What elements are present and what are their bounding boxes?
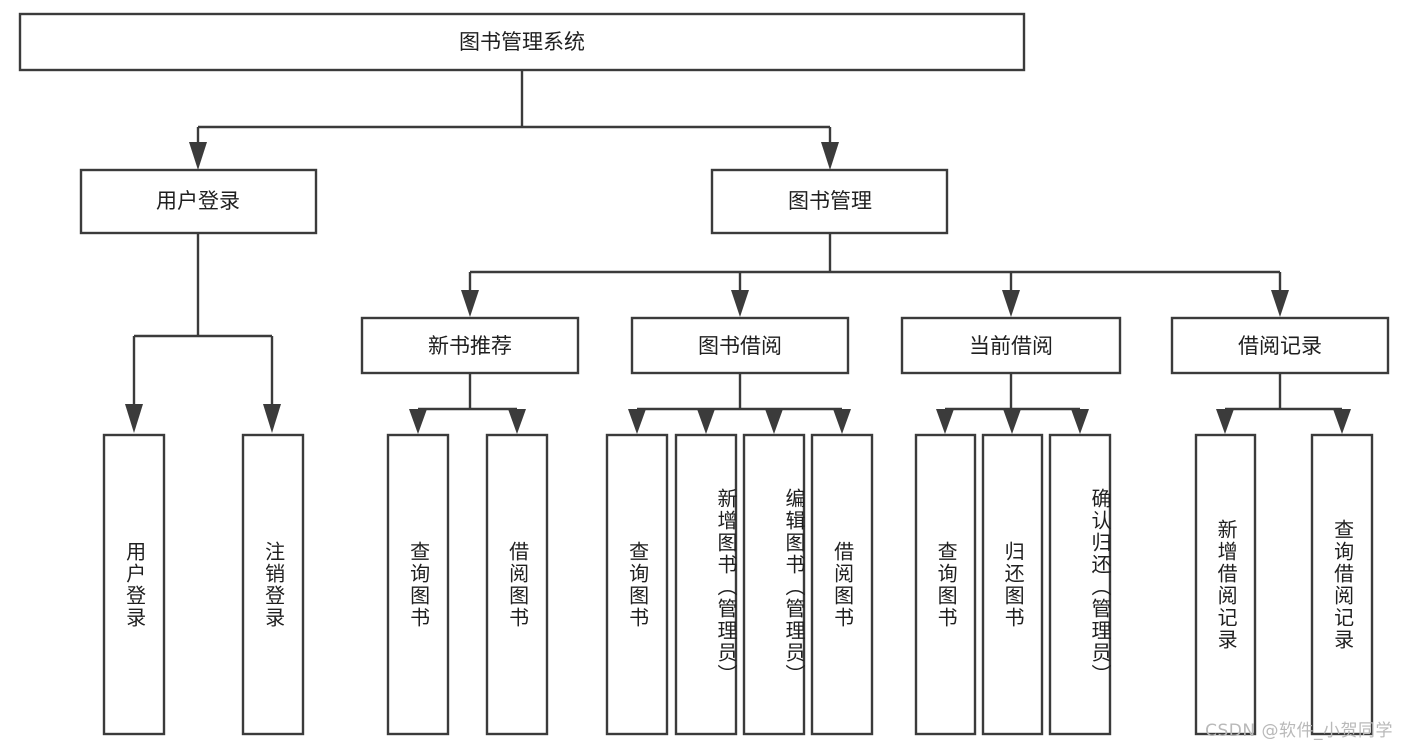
arrow-head-leaf-borrow-book-2 xyxy=(833,409,851,434)
node-label-title: 图书管理系统 xyxy=(459,30,585,54)
arrow-head-leaf-edit-book-admin xyxy=(765,409,783,434)
arrow-head-leaf-query-book-1 xyxy=(409,409,427,434)
arrow-head-leaf-logout-login xyxy=(263,404,281,433)
connector-group-new-book-recommend xyxy=(409,373,526,434)
node-box-title[interactable] xyxy=(18,12,1026,72)
connector-group-book-borrow xyxy=(628,373,851,434)
node-box-user-login[interactable] xyxy=(79,168,318,235)
arrow-head-leaf-user-login xyxy=(125,404,143,433)
arrow-head-leaf-query-book-3 xyxy=(936,409,954,434)
node-box-new-book-recommend[interactable] xyxy=(360,316,580,375)
arrow-head-borrow-record xyxy=(1271,290,1289,317)
arrow-head-leaf-add-borrow-record xyxy=(1216,409,1234,434)
node-box-leaf-borrow-book-1[interactable] xyxy=(485,433,549,736)
node-box-leaf-user-login[interactable] xyxy=(102,433,166,736)
connector-group-borrow-record xyxy=(1216,373,1351,434)
node-box-leaf-query-book-1[interactable] xyxy=(386,433,450,736)
node-borrow-record[interactable]: 借阅记录 xyxy=(1170,316,1390,375)
arrow-head-leaf-add-book-admin xyxy=(697,409,715,434)
watermark-label: CSDN @软件_小贺同学 xyxy=(1205,721,1393,741)
arrow-head-leaf-borrow-book-1 xyxy=(508,409,526,434)
node-box-leaf-add-book-admin[interactable] xyxy=(674,433,738,736)
node-label-book-management: 图书管理 xyxy=(788,189,872,213)
node-box-leaf-borrow-book-2[interactable] xyxy=(810,433,874,736)
node-box-leaf-query-book-3[interactable] xyxy=(914,433,977,736)
arrow-head-leaf-query-book-2 xyxy=(628,409,646,434)
node-box-leaf-add-borrow-record[interactable] xyxy=(1194,433,1257,736)
node-label-user-login: 用户登录 xyxy=(156,189,240,213)
node-box-leaf-confirm-return-admin[interactable] xyxy=(1048,433,1112,736)
node-box-leaf-logout-login[interactable] xyxy=(241,433,305,736)
arrow-head-leaf-confirm-return-admin xyxy=(1071,409,1089,434)
node-book-borrow[interactable]: 图书借阅 xyxy=(630,316,850,375)
connector-group-user-login xyxy=(125,233,281,433)
arrow-head-user-login xyxy=(189,142,207,170)
node-label-new-book-recommend: 新书推荐 xyxy=(428,334,512,358)
node-user-login[interactable]: 用户登录 xyxy=(79,168,318,235)
arrow-head-book-borrow xyxy=(731,290,749,317)
node-box-borrow-record[interactable] xyxy=(1170,316,1390,375)
arrow-head-book-management xyxy=(821,142,839,170)
node-label-borrow-record: 借阅记录 xyxy=(1238,334,1322,358)
node-book-management[interactable]: 图书管理 xyxy=(710,168,949,235)
node-box-leaf-return-book[interactable] xyxy=(981,433,1044,736)
arrow-head-leaf-query-borrow-record xyxy=(1333,409,1351,434)
node-box-book-borrow[interactable] xyxy=(630,316,850,375)
node-current-borrow[interactable]: 当前借阅 xyxy=(900,316,1122,375)
arrow-head-leaf-return-book xyxy=(1003,409,1021,434)
arrow-head-new-book-recommend xyxy=(461,290,479,317)
node-label-book-borrow: 图书借阅 xyxy=(698,334,782,358)
node-box-current-borrow[interactable] xyxy=(900,316,1122,375)
connector-group-root xyxy=(189,70,839,170)
connector-group-current-borrow xyxy=(936,373,1089,434)
node-box-book-management[interactable] xyxy=(710,168,949,235)
node-box-leaf-query-borrow-record[interactable] xyxy=(1310,433,1374,736)
node-title[interactable]: 图书管理系统 xyxy=(18,12,1026,72)
arrow-head-current-borrow xyxy=(1002,290,1020,317)
node-label-current-borrow: 当前借阅 xyxy=(969,334,1053,358)
node-new-book-recommend[interactable]: 新书推荐 xyxy=(360,316,580,375)
node-box-leaf-edit-book-admin[interactable] xyxy=(742,433,806,736)
node-box-leaf-query-book-2[interactable] xyxy=(605,433,669,736)
connector-group-book-management xyxy=(461,233,1289,317)
